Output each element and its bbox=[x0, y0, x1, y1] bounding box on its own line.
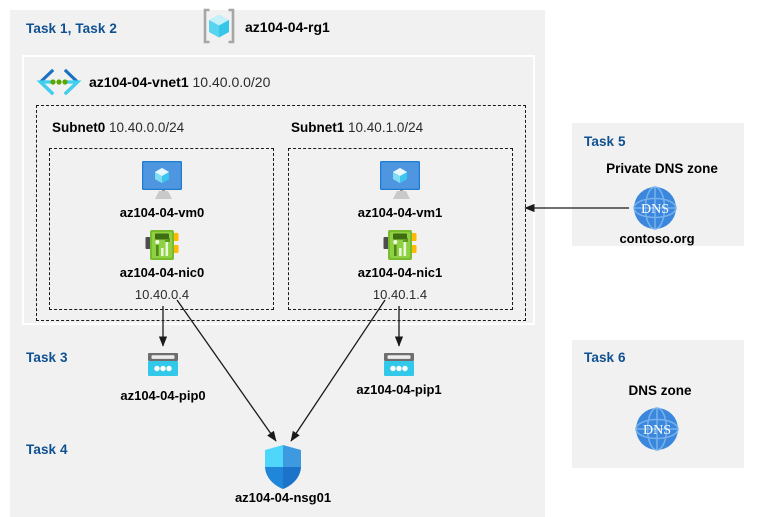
virtual-machine-icon bbox=[138, 158, 186, 202]
public-ip-panel bbox=[10, 334, 545, 410]
virtual-machine-icon bbox=[376, 158, 424, 202]
pip0-name: az104-04-pip0 bbox=[120, 388, 206, 403]
resource-group-name: az104-04-rg1 bbox=[245, 19, 330, 35]
task-label-5: Task 5 bbox=[584, 134, 626, 149]
pip1-name: az104-04-pip1 bbox=[356, 382, 442, 397]
nic1-ip: 10.40.1.4 bbox=[372, 287, 428, 302]
nic0-ip: 10.40.0.4 bbox=[134, 287, 190, 302]
subnet1-title: Subnet1 10.40.1.0/24 bbox=[291, 120, 423, 135]
task-label-1-2: Task 1, Task 2 bbox=[26, 21, 117, 36]
vnet-title: az104-04-vnet1 10.40.0.0/20 bbox=[89, 74, 270, 90]
task-label-6: Task 6 bbox=[584, 350, 626, 365]
svg-text:DNS: DNS bbox=[641, 202, 669, 217]
vm1-name: az104-04-vm1 bbox=[357, 205, 443, 220]
dns-zone-heading: DNS zone bbox=[628, 383, 692, 398]
public-ip-address-icon bbox=[147, 351, 179, 381]
vnet-panel bbox=[22, 55, 535, 325]
dns-zone-icon: DNS bbox=[631, 184, 679, 232]
vnet-name: az104-04-vnet1 bbox=[89, 74, 189, 90]
subnet1-box bbox=[288, 148, 513, 310]
network-interface-icon bbox=[383, 228, 417, 262]
network-interface-icon bbox=[145, 228, 179, 262]
subnet1-label: Subnet1 bbox=[291, 120, 345, 135]
private-dns-zone-name: contoso.org bbox=[619, 231, 695, 246]
svg-text:DNS: DNS bbox=[643, 423, 671, 438]
subnet1-cidr: 10.40.1.0/24 bbox=[348, 120, 424, 135]
private-dns-zone-heading: Private DNS zone bbox=[606, 161, 718, 176]
task-label-4: Task 4 bbox=[26, 442, 68, 457]
public-ip-address-icon bbox=[383, 351, 415, 381]
virtual-network-icon bbox=[36, 68, 82, 96]
resource-group-icon bbox=[200, 7, 238, 45]
nsg-name: az104-04-nsg01 bbox=[234, 490, 332, 505]
resource-group-title: az104-04-rg1 bbox=[245, 19, 330, 35]
subnets-container bbox=[36, 105, 526, 321]
dns-zone-icon: DNS bbox=[633, 405, 681, 453]
task-label-3: Task 3 bbox=[26, 350, 68, 365]
nic1-name: az104-04-nic1 bbox=[357, 265, 443, 280]
vm0-name: az104-04-vm0 bbox=[119, 205, 205, 220]
subnet0-box bbox=[49, 148, 274, 310]
vnet-cidr: 10.40.0.0/20 bbox=[192, 74, 271, 90]
subnet0-label: Subnet0 bbox=[52, 120, 106, 135]
subnet0-cidr: 10.40.0.0/24 bbox=[109, 120, 185, 135]
nic0-name: az104-04-nic0 bbox=[119, 265, 205, 280]
subnet0-title: Subnet0 10.40.0.0/24 bbox=[52, 120, 184, 135]
network-security-group-icon bbox=[262, 444, 304, 490]
